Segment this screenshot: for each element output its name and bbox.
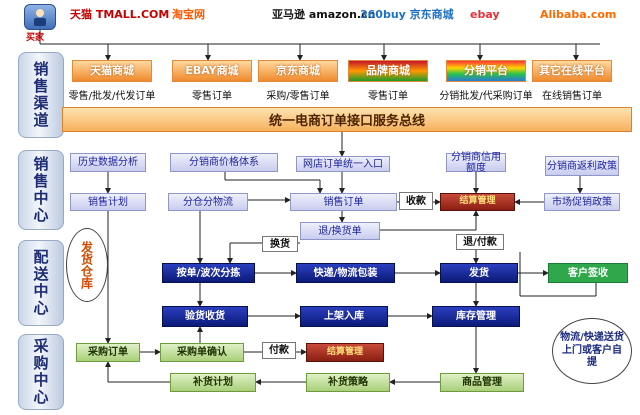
buyer-icon bbox=[24, 4, 56, 30]
replenish-plan-box[interactable]: 补货计划 bbox=[170, 373, 256, 392]
channel-6-order-type: 在线销售订单 bbox=[542, 91, 602, 102]
history-analysis-box[interactable]: 历史数据分析 bbox=[70, 153, 146, 172]
customer-sign-box[interactable]: 客户签收 bbox=[548, 263, 628, 283]
section-purchase-center: 采购中心 bbox=[18, 334, 64, 410]
settlement-sales-box[interactable]: 结算管理 bbox=[440, 193, 515, 211]
delivery-note-bubble: 物流/快递送货上门或客户自提 bbox=[552, 318, 632, 384]
alibaba-logo: Alibaba.com bbox=[540, 8, 617, 21]
sales-order-box[interactable]: 销售订单 bbox=[290, 193, 397, 211]
channel-5-box[interactable]: 分销平台 bbox=[446, 60, 526, 82]
channel-4-box[interactable]: 品牌商城 bbox=[348, 60, 428, 82]
tmall-logo: 天猫 TMALL.COM bbox=[70, 8, 170, 21]
channel-1-box[interactable]: 天猫商城 bbox=[72, 60, 152, 82]
express-pack-box[interactable]: 快递/物流包装 bbox=[296, 263, 395, 283]
dist-credit-box[interactable]: 分销商信用额度 bbox=[446, 152, 506, 174]
channel-4-order-type: 零售订单 bbox=[368, 91, 408, 102]
return-exchange-order-box[interactable]: 退/换货单 bbox=[300, 222, 380, 240]
channel-2-box[interactable]: EBAY商城 bbox=[172, 60, 252, 82]
channel-1-order-type: 零售/批发/代发订单 bbox=[68, 91, 156, 102]
purchase-confirm-box[interactable]: 采购单确认 bbox=[160, 343, 244, 362]
replenish-strategy-box[interactable]: 补货策略 bbox=[306, 373, 390, 392]
exchange-goods-label: 换货 bbox=[262, 236, 298, 252]
receive-payment-label: 收款 bbox=[399, 192, 433, 210]
360buy-logo: 360buy 京东商城 bbox=[360, 8, 454, 21]
shelve-in-box[interactable]: 上架入库 bbox=[300, 306, 388, 327]
order-interface-bus: 统一电商订单接口服务总线 bbox=[62, 107, 632, 132]
purchase-order-box[interactable]: 采购订单 bbox=[76, 343, 140, 362]
store-order-entry-box[interactable]: 网店订单统一入口 bbox=[296, 156, 390, 172]
settlement-purchase-box[interactable]: 结算管理 bbox=[306, 343, 384, 362]
pick-wave-box[interactable]: 按单/波次分拣 bbox=[162, 263, 255, 283]
inventory-mgmt-box[interactable]: 库存管理 bbox=[432, 306, 520, 327]
amazon-logo: 亚马逊 amazon.cn bbox=[272, 8, 376, 21]
ship-box[interactable]: 发货 bbox=[440, 263, 518, 283]
market-promo-box[interactable]: 市场促销政策 bbox=[544, 193, 620, 211]
ship-warehouse-bubble: 发货仓库 bbox=[66, 228, 108, 302]
buyer-label: 买家 bbox=[26, 33, 45, 43]
product-mgmt-box[interactable]: 商品管理 bbox=[440, 373, 524, 392]
channel-5-order-type: 分销批发/代采购订单 bbox=[439, 91, 533, 102]
channel-2-order-type: 零售订单 bbox=[192, 91, 232, 102]
section-sales-center: 销售中心 bbox=[18, 150, 64, 230]
inspect-receive-box[interactable]: 验货收货 bbox=[162, 306, 248, 327]
dist-rebate-box[interactable]: 分销商返利政策 bbox=[545, 156, 619, 176]
sales-plan-box[interactable]: 销售计划 bbox=[70, 193, 146, 211]
return-payment-label: 退/付款 bbox=[456, 234, 504, 250]
dist-price-box[interactable]: 分销商价格体系 bbox=[170, 153, 278, 172]
taobao-logo: 淘宝网 bbox=[172, 8, 205, 21]
channel-6-box[interactable]: 其它在线平台 bbox=[532, 60, 612, 82]
pay-label: 付款 bbox=[262, 342, 296, 359]
ebay-logo: ebay bbox=[470, 8, 500, 21]
section-distribution-center: 配送中心 bbox=[18, 240, 64, 326]
channel-3-box[interactable]: 京东商城 bbox=[258, 60, 338, 82]
section-sales-channel: 销售渠道 bbox=[18, 52, 64, 138]
channel-3-order-type: 采购/零售订单 bbox=[266, 91, 330, 102]
split-logistics-box[interactable]: 分仓分物流 bbox=[168, 193, 248, 211]
